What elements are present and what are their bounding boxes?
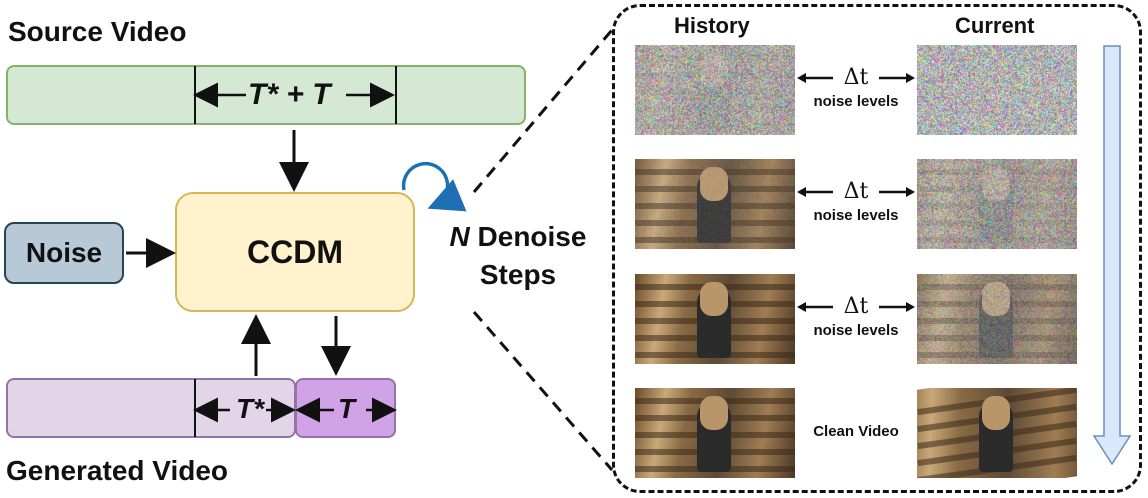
current-frame-2 [917, 274, 1077, 364]
history-frame-1 [635, 159, 795, 249]
current-frame-2-noise [917, 274, 1077, 364]
loop-n: N [449, 221, 470, 252]
history-frame-3 [635, 388, 795, 478]
source-video-title: Source Video [8, 16, 187, 47]
denoise-steps-label: N Denoise Steps [438, 218, 598, 294]
ccdm-model-box: CCDM [175, 192, 415, 312]
row-1-middle: Δt noise levels [795, 179, 917, 224]
progress-arrow [1092, 45, 1132, 466]
ccdm-label: CCDM [247, 233, 343, 270]
row-2-delta-arrows [797, 302, 915, 312]
row-0-delta-line: Δt [795, 65, 917, 91]
row-1-delta-arrows [797, 187, 915, 197]
denoise-detail-panel [612, 4, 1142, 493]
row-3-caption: Clean Video [813, 423, 899, 440]
row-2-delta-line: Δt [795, 294, 917, 320]
history-header: History [674, 13, 750, 38]
row-1-delta-line: Δt [795, 179, 917, 205]
current-header: Current [955, 13, 1035, 38]
row-2-delta: Δt [843, 294, 869, 319]
generated-divider [194, 379, 196, 437]
row-0-middle: Δt noise levels [795, 65, 917, 110]
row-3-middle: Clean Video [795, 423, 917, 440]
source-span-label: T* + T [248, 78, 331, 112]
current-frame-3 [917, 388, 1077, 478]
loop-label-line2: Steps [479, 259, 557, 290]
source-divider-right [395, 66, 397, 124]
row-1-delta: Δt [843, 179, 869, 204]
generated-video-title: Generated Video [6, 455, 229, 486]
current-frame-1 [917, 159, 1077, 249]
source-divider-left [194, 66, 196, 124]
row-1-caption: noise levels [813, 207, 899, 224]
row-2-middle: Δt noise levels [795, 294, 917, 339]
history-frame-1-noise [635, 159, 795, 249]
generated-video-bar [6, 378, 296, 438]
current-frame-0 [917, 45, 1077, 135]
source-span-text: T* + T [248, 78, 331, 111]
current-frame-1-noise [917, 159, 1077, 249]
gen-current-span-label: T [338, 393, 355, 425]
row-0-caption: noise levels [813, 93, 899, 110]
current-frame-0-noise [917, 45, 1077, 135]
history-frame-0-noise [635, 45, 795, 135]
row-0-delta: Δt [843, 65, 869, 90]
history-frame-2 [635, 274, 795, 364]
row-0-delta-arrows [797, 73, 915, 83]
noise-box: Noise [4, 222, 124, 284]
gen-history-span-label: T* [236, 393, 264, 425]
zoom-line-bottom [472, 311, 614, 471]
gen-history-span-text: T* [236, 393, 264, 424]
noise-label: Noise [25, 237, 103, 268]
row-2-caption: noise levels [813, 322, 899, 339]
source-video-bar [6, 65, 526, 125]
history-frame-0 [635, 45, 795, 135]
loop-label-line1: Denoise [477, 221, 587, 252]
gen-current-span-text: T [338, 393, 356, 424]
